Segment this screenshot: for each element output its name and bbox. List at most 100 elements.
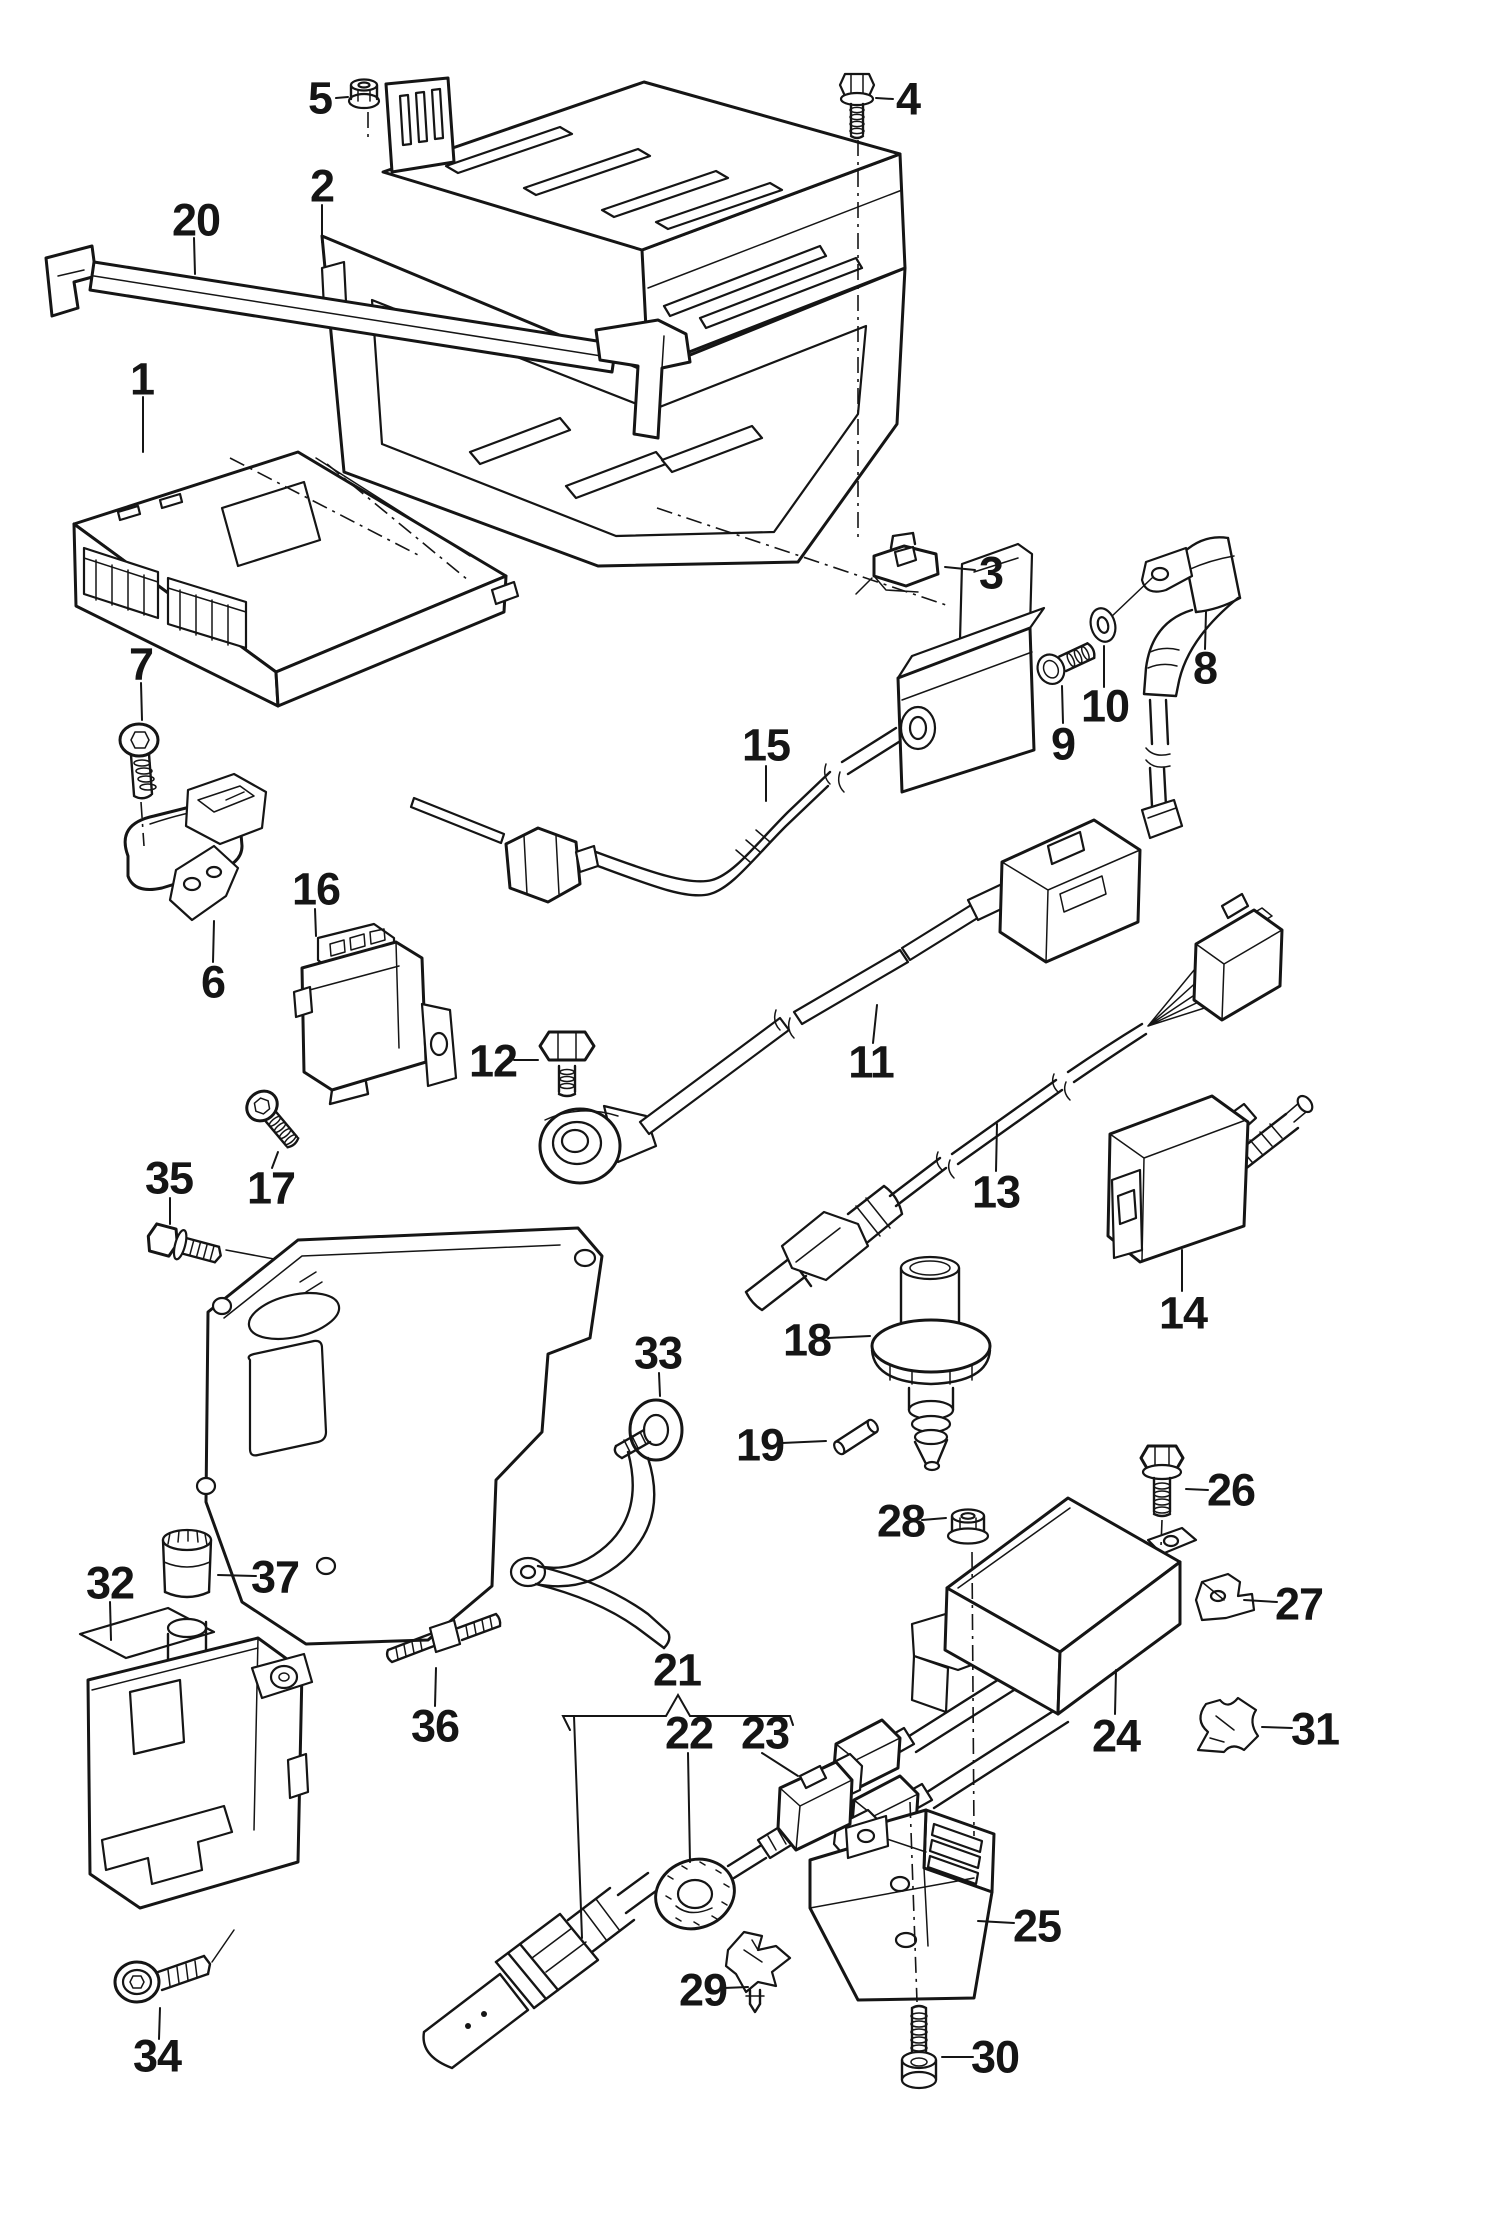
assembly-lines bbox=[140, 112, 1163, 2003]
svg-text:34: 34 bbox=[133, 2031, 182, 2082]
svg-text:27: 27 bbox=[1275, 1579, 1323, 1630]
svg-text:1: 1 bbox=[130, 354, 154, 405]
callout-26: 26 bbox=[1185, 1465, 1256, 1516]
svg-text:14: 14 bbox=[1159, 1288, 1208, 1339]
svg-text:17: 17 bbox=[247, 1163, 295, 1214]
svg-text:13: 13 bbox=[972, 1167, 1020, 1218]
callout-22: 22 bbox=[665, 1708, 714, 1863]
callout-24: 24 bbox=[1092, 1669, 1142, 1762]
svg-text:28: 28 bbox=[877, 1496, 925, 1547]
part-stud bbox=[385, 1612, 502, 1664]
part-bracket-rail bbox=[44, 244, 692, 440]
svg-text:32: 32 bbox=[86, 1558, 134, 1609]
callout-9: 9 bbox=[1051, 685, 1076, 770]
svg-text:16: 16 bbox=[292, 864, 340, 915]
svg-text:25: 25 bbox=[1013, 1901, 1061, 1952]
svg-text:8: 8 bbox=[1193, 643, 1217, 694]
callout-28: 28 bbox=[877, 1496, 947, 1547]
callout-3: 3 bbox=[944, 548, 1004, 599]
part-knock-sensor bbox=[538, 818, 1142, 1185]
callout-2: 2 bbox=[310, 161, 335, 243]
part-bracket-plate bbox=[808, 1808, 996, 2002]
svg-text:22: 22 bbox=[665, 1708, 713, 1759]
part-bolt-sensor-bracket bbox=[245, 1089, 300, 1149]
svg-text:19: 19 bbox=[736, 1420, 784, 1471]
svg-text:3: 3 bbox=[979, 548, 1003, 599]
part-lambda-probe-lower bbox=[422, 1844, 768, 2070]
part-bolt-bracket bbox=[146, 1222, 222, 1264]
callout-12: 12 bbox=[469, 1036, 539, 1087]
svg-text:11: 11 bbox=[848, 1037, 894, 1088]
callout-8: 8 bbox=[1193, 611, 1218, 694]
callout-13: 13 bbox=[972, 1123, 1021, 1218]
svg-text:7: 7 bbox=[129, 639, 153, 690]
callout-1: 1 bbox=[130, 354, 155, 453]
svg-text:36: 36 bbox=[411, 1701, 459, 1752]
callout-35: 35 bbox=[145, 1153, 194, 1225]
part-module-box bbox=[910, 1496, 1198, 1716]
callout-36: 36 bbox=[411, 1667, 460, 1752]
part-map-sensor bbox=[123, 772, 268, 922]
callout-10: 10 bbox=[1081, 645, 1130, 732]
part-frame bbox=[320, 76, 907, 568]
callout-31: 31 bbox=[1261, 1704, 1340, 1755]
svg-text:6: 6 bbox=[201, 957, 225, 1008]
callout-29: 29 bbox=[679, 1965, 749, 2016]
svg-text:5: 5 bbox=[308, 73, 332, 124]
svg-text:35: 35 bbox=[145, 1153, 193, 1204]
part-pin bbox=[833, 1418, 879, 1456]
svg-text:29: 29 bbox=[679, 1965, 727, 2016]
part-bolt-knock bbox=[538, 1030, 596, 1098]
callout-32: 32 bbox=[86, 1558, 135, 1641]
callout-25: 25 bbox=[977, 1901, 1062, 1952]
callout-7: 7 bbox=[129, 639, 154, 721]
part-bolt-bracket-plate bbox=[900, 2004, 938, 2090]
callout-15: 15 bbox=[742, 720, 791, 802]
part-bolt-map-sensor bbox=[118, 722, 160, 800]
part-washer bbox=[1089, 607, 1117, 643]
svg-text:9: 9 bbox=[1051, 719, 1075, 770]
callout-37: 37 bbox=[217, 1552, 300, 1603]
part-bolt-sensor bbox=[1036, 642, 1096, 685]
part-nut-module bbox=[946, 1508, 990, 1545]
callout-14: 14 bbox=[1159, 1249, 1209, 1339]
part-speed-sensor bbox=[1109, 536, 1242, 840]
part-connector bbox=[756, 1760, 854, 1860]
svg-text:26: 26 bbox=[1207, 1465, 1255, 1516]
svg-text:33: 33 bbox=[634, 1328, 682, 1379]
svg-text:10: 10 bbox=[1081, 681, 1129, 732]
callout-30: 30 bbox=[941, 2032, 1020, 2083]
svg-text:12: 12 bbox=[469, 1036, 517, 1087]
part-bolt-top bbox=[838, 72, 876, 140]
callout-27: 27 bbox=[1243, 1579, 1324, 1630]
part-bolt-module-box bbox=[1139, 1444, 1185, 1518]
callout-11: 11 bbox=[848, 1004, 895, 1088]
svg-text:31: 31 bbox=[1291, 1704, 1339, 1755]
part-switch bbox=[1106, 1094, 1314, 1264]
callout-18: 18 bbox=[783, 1315, 871, 1366]
callout-21: 21 bbox=[561, 1645, 794, 1939]
callout-33: 33 bbox=[634, 1328, 683, 1397]
part-push-clip bbox=[724, 1930, 792, 2014]
part-clip-frame bbox=[855, 531, 940, 595]
part-control-unit bbox=[72, 450, 520, 708]
part-mounting-bracket bbox=[195, 1226, 684, 1650]
part-sensor-bracket bbox=[292, 922, 458, 1106]
svg-text:23: 23 bbox=[741, 1708, 789, 1759]
svg-text:24: 24 bbox=[1092, 1711, 1141, 1762]
callout-17: 17 bbox=[247, 1151, 296, 1214]
callout-5: 5 bbox=[308, 73, 349, 124]
svg-text:4: 4 bbox=[896, 74, 921, 125]
svg-text:21: 21 bbox=[653, 1645, 701, 1696]
callout-4: 4 bbox=[875, 74, 922, 125]
part-spring-clip bbox=[1196, 1696, 1260, 1754]
svg-text:2: 2 bbox=[310, 161, 334, 212]
svg-text:37: 37 bbox=[251, 1552, 299, 1603]
callout-23: 23 bbox=[741, 1708, 799, 1777]
part-cap bbox=[161, 1528, 213, 1599]
part-control-module bbox=[78, 1606, 314, 1910]
part-temp-sensor bbox=[409, 542, 1046, 904]
callout-16: 16 bbox=[292, 864, 341, 937]
